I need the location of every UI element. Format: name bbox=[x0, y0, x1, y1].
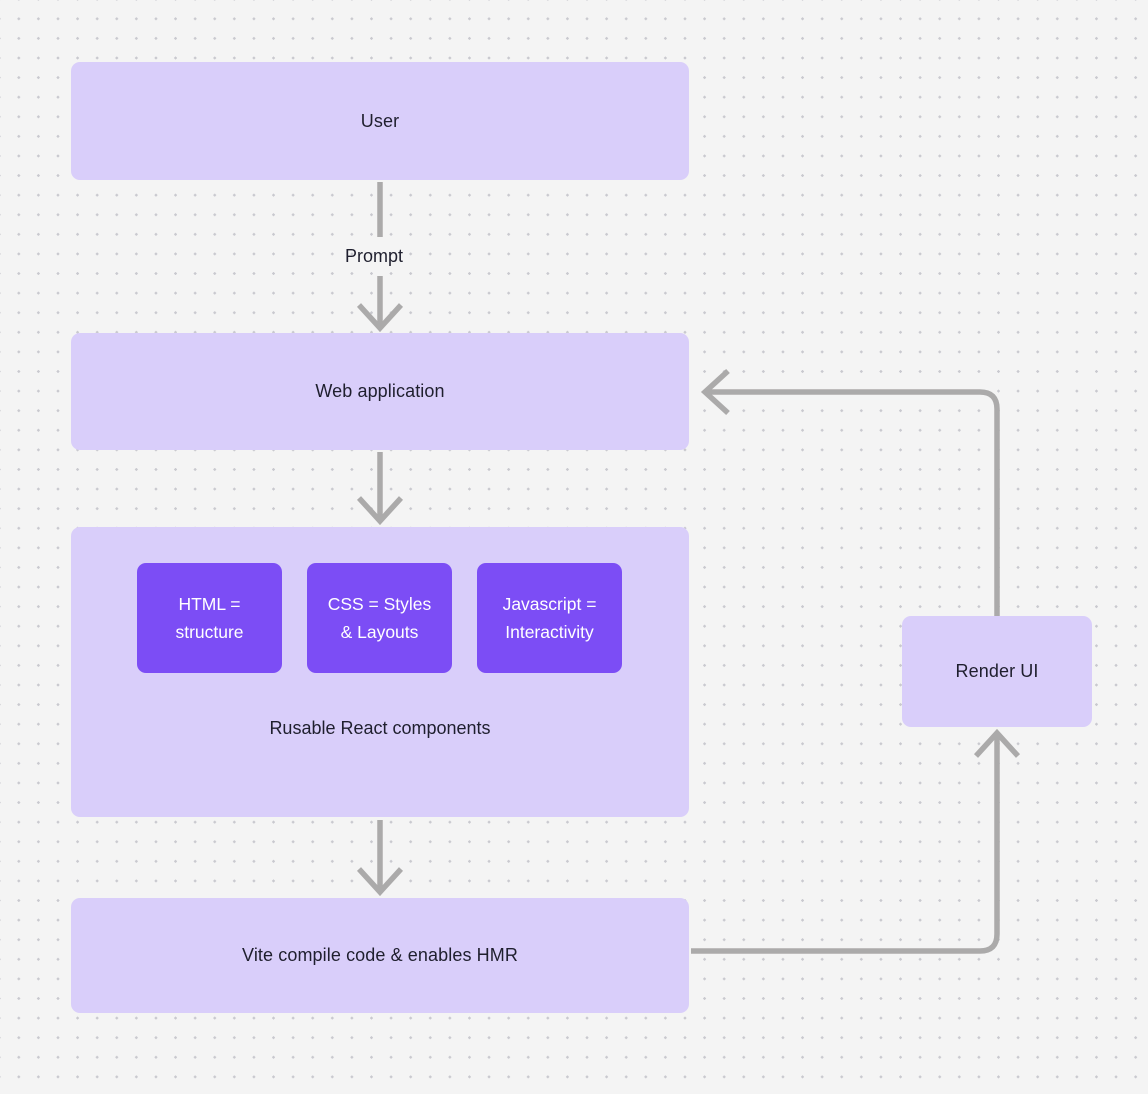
node-vite-label: Vite compile code & enables HMR bbox=[242, 945, 518, 966]
node-render-ui-label: Render UI bbox=[955, 661, 1039, 682]
node-render-ui[interactable]: Render UI bbox=[902, 616, 1092, 727]
chip-html[interactable]: HTML = structure bbox=[137, 563, 282, 673]
node-web-application-label: Web application bbox=[315, 381, 445, 402]
chip-html-label: HTML = structure bbox=[175, 593, 244, 642]
node-user-label: User bbox=[360, 110, 400, 131]
chip-javascript-label: Javascript = Interactivity bbox=[502, 593, 597, 642]
edge-render-to-webapp bbox=[707, 389, 1000, 616]
arrowhead-prompt-to-webapp bbox=[356, 303, 404, 333]
node-vite[interactable]: Vite compile code & enables HMR bbox=[71, 898, 689, 1013]
edge-label-prompt: Prompt bbox=[345, 246, 404, 266]
node-user[interactable]: User bbox=[71, 62, 689, 180]
chip-javascript[interactable]: Javascript = Interactivity bbox=[477, 563, 622, 673]
arrowhead-webapp-to-group bbox=[356, 496, 404, 526]
node-react-components-caption: Rusable React components bbox=[269, 718, 491, 738]
edge-vite-to-render bbox=[691, 735, 1000, 954]
arrowhead-render-to-webapp bbox=[700, 368, 730, 416]
arrowhead-group-to-vite bbox=[356, 867, 404, 897]
node-web-application[interactable]: Web application bbox=[71, 333, 689, 450]
chip-css-label: CSS = Styles & Layouts bbox=[327, 593, 432, 642]
arrowhead-vite-to-render bbox=[973, 728, 1021, 758]
chip-css[interactable]: CSS = Styles & Layouts bbox=[307, 563, 452, 673]
